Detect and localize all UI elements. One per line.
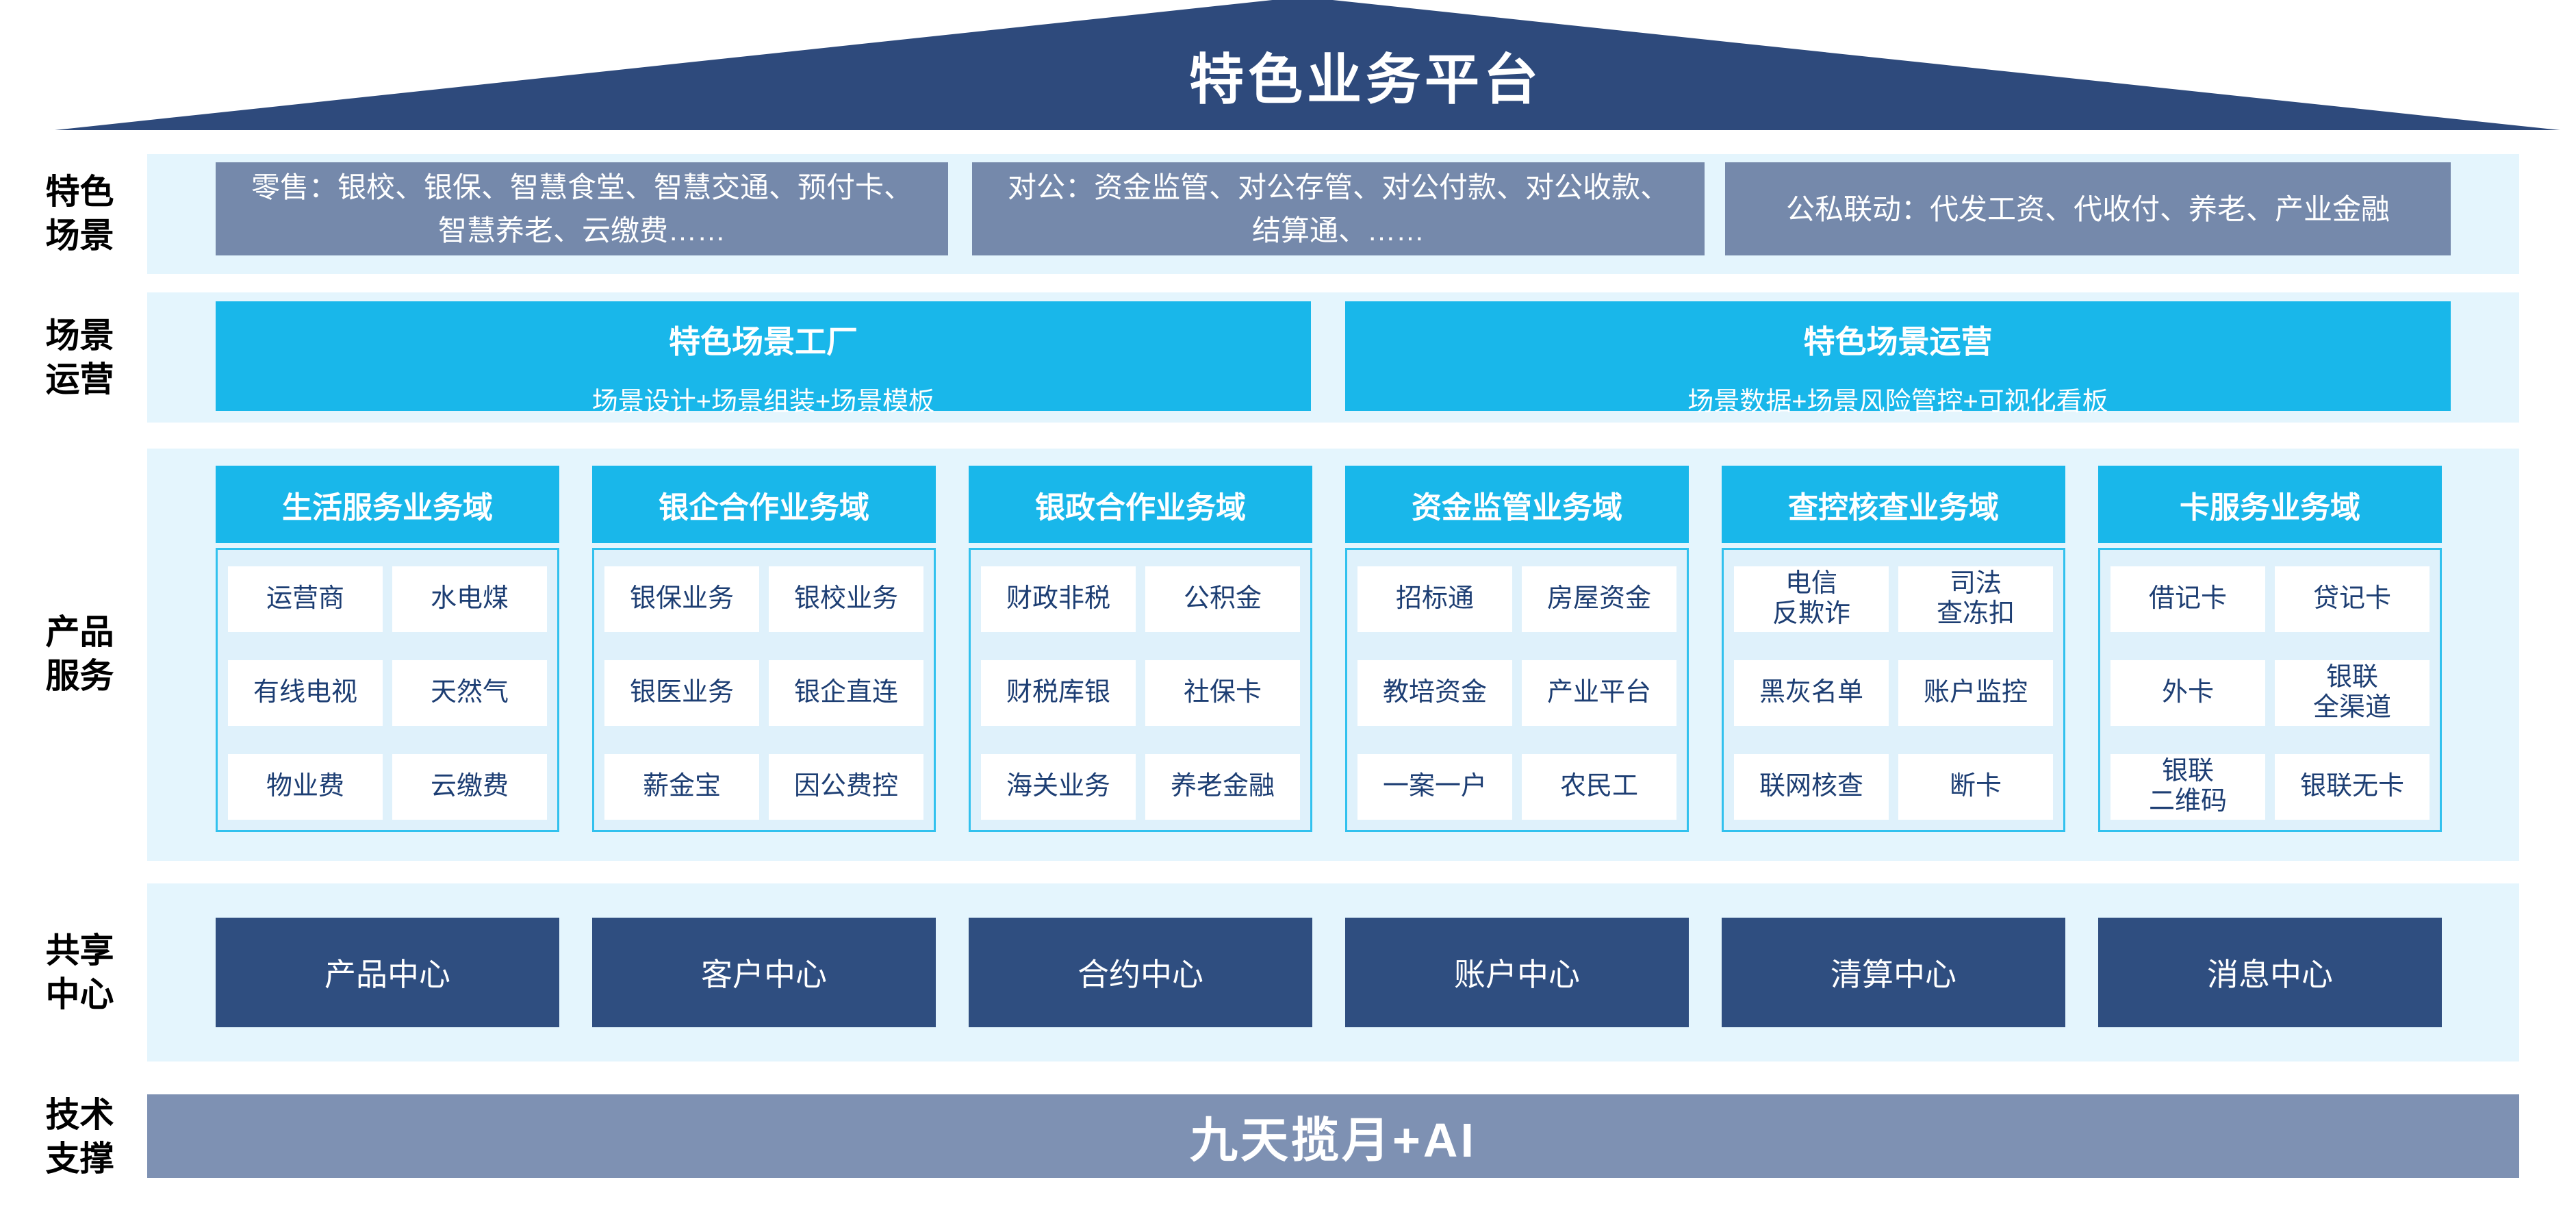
product-column-check-verify: 查控核查业务域 电信 反欺诈 司法 查冻扣 黑灰名单 账户监控 联网核查 断卡 — [1722, 466, 2065, 832]
row-label-scenes: 特色 场景 — [45, 173, 114, 255]
shared-center-contract: 合约中心 — [969, 918, 1312, 1027]
product-item: 银保业务 — [604, 566, 759, 632]
product-item: 有线电视 — [228, 660, 383, 726]
product-item: 产业平台 — [1522, 660, 1676, 726]
shared-centers: 产品中心 客户中心 合约中心 账户中心 清算中心 消息中心 — [216, 918, 2442, 1027]
product-item: 银联 二维码 — [2110, 754, 2265, 820]
product-column-header: 银政合作业务域 — [969, 466, 1312, 543]
shared-center-product: 产品中心 — [216, 918, 559, 1027]
product-column-body: 电信 反欺诈 司法 查冻扣 黑灰名单 账户监控 联网核查 断卡 — [1722, 548, 2065, 832]
products-band: 生活服务业务域 运营商 水电煤 有线电视 天然气 物业费 云缴费 银企合作业务域… — [147, 449, 2519, 861]
product-item: 银联 全渠道 — [2275, 660, 2430, 726]
product-item: 银联无卡 — [2275, 754, 2430, 820]
tech-support-label: 九天揽月+AI — [1190, 1113, 1477, 1167]
product-item: 社保卡 — [1145, 660, 1300, 726]
shared-center-account: 账户中心 — [1345, 918, 1689, 1027]
product-item: 公积金 — [1145, 566, 1300, 632]
product-item: 财政非税 — [981, 566, 1136, 632]
product-item: 招标通 — [1357, 566, 1512, 632]
product-column-body: 招标通 房屋资金 教培资金 产业平台 一案一户 农民工 — [1345, 548, 1689, 832]
shared-band: 产品中心 客户中心 合约中心 账户中心 清算中心 消息中心 — [147, 883, 2519, 1061]
product-column-body: 银保业务 银校业务 银医业务 银企直连 薪金宝 因公费控 — [592, 548, 936, 832]
product-columns: 生活服务业务域 运营商 水电煤 有线电视 天然气 物业费 云缴费 银企合作业务域… — [216, 466, 2442, 832]
product-item: 借记卡 — [2110, 566, 2265, 632]
product-column-body: 运营商 水电煤 有线电视 天然气 物业费 云缴费 — [216, 548, 559, 832]
product-item: 断卡 — [1898, 754, 2053, 820]
product-item: 水电煤 — [392, 566, 547, 632]
product-item: 物业费 — [228, 754, 383, 820]
scene-ops-subtitle: 场景数据+场景风险管控+可视化看板 — [1687, 388, 2108, 416]
scene-box-retail: 零售：银校、银保、智慧食堂、智慧交通、预付卡、智慧养老、云缴费…… — [216, 162, 948, 255]
row-label-tech: 技术 支撑 — [45, 1096, 114, 1178]
product-column-card-service: 卡服务业务域 借记卡 贷记卡 外卡 银联 全渠道 银联 二维码 银联无卡 — [2098, 466, 2442, 832]
product-column-bank-enterprise: 银企合作业务域 银保业务 银校业务 银医业务 银企直连 薪金宝 因公费控 — [592, 466, 936, 832]
row-label-products: 产品 服务 — [45, 613, 114, 695]
product-item: 天然气 — [392, 660, 547, 726]
product-column-fund-supervision: 资金监管业务域 招标通 房屋资金 教培资金 产业平台 一案一户 农民工 — [1345, 466, 1689, 832]
product-item: 外卡 — [2110, 660, 2265, 726]
product-item: 电信 反欺诈 — [1734, 566, 1889, 632]
product-column-life-service: 生活服务业务域 运营商 水电煤 有线电视 天然气 物业费 云缴费 — [216, 466, 559, 832]
product-item: 教培资金 — [1357, 660, 1512, 726]
product-column-header: 生活服务业务域 — [216, 466, 559, 543]
product-item: 财税库银 — [981, 660, 1136, 726]
product-item: 贷记卡 — [2275, 566, 2430, 632]
product-item: 一案一户 — [1357, 754, 1512, 820]
product-item: 账户监控 — [1898, 660, 2053, 726]
scene-ops-title: 特色场景运营 — [1803, 324, 1993, 360]
product-item: 银校业务 — [769, 566, 923, 632]
product-item: 养老金融 — [1145, 754, 1300, 820]
product-item: 司法 查冻扣 — [1898, 566, 2053, 632]
scene-factory-subtitle: 场景设计+场景组装+场景模板 — [591, 388, 935, 416]
product-column-header: 银企合作业务域 — [592, 466, 936, 543]
product-item: 云缴费 — [392, 754, 547, 820]
platform-roof: 特色业务平台 — [55, 0, 2560, 130]
scene-box-linkage: 公私联动：代发工资、代收付、养老、产业金融 — [1725, 162, 2451, 255]
tech-support-bar: 九天揽月+AI — [147, 1094, 2519, 1178]
product-item: 联网核查 — [1734, 754, 1889, 820]
shared-center-clearing: 清算中心 — [1722, 918, 2065, 1027]
shared-center-message: 消息中心 — [2098, 918, 2442, 1027]
product-column-bank-government: 银政合作业务域 财政非税 公积金 财税库银 社保卡 海关业务 养老金融 — [969, 466, 1312, 832]
row-label-shared: 共享 中心 — [45, 931, 114, 1014]
scene-box-corporate: 对公：资金监管、对公存管、对公付款、对公收款、结算通、…… — [972, 162, 1705, 255]
product-item: 银企直连 — [769, 660, 923, 726]
product-item: 黑灰名单 — [1734, 660, 1889, 726]
product-column-header: 卡服务业务域 — [2098, 466, 2442, 543]
product-column-body: 借记卡 贷记卡 外卡 银联 全渠道 银联 二维码 银联无卡 — [2098, 548, 2442, 832]
product-item: 农民工 — [1522, 754, 1676, 820]
scene-ops-box: 特色场景运营 场景数据+场景风险管控+可视化看板 — [1345, 301, 2451, 416]
scenes-band: 零售：银校、银保、智慧食堂、智慧交通、预付卡、智慧养老、云缴费…… 对公：资金监… — [147, 154, 2519, 274]
product-item: 运营商 — [228, 566, 383, 632]
platform-title: 特色业务平台 — [1189, 49, 1542, 110]
product-item: 薪金宝 — [604, 754, 759, 820]
shared-center-customer: 客户中心 — [592, 918, 936, 1027]
product-item: 因公费控 — [769, 754, 923, 820]
product-column-body: 财政非税 公积金 财税库银 社保卡 海关业务 养老金融 — [969, 548, 1312, 832]
scene-factory-box: 特色场景工厂 场景设计+场景组装+场景模板 — [216, 301, 1311, 416]
product-item: 银医业务 — [604, 660, 759, 726]
product-column-header: 查控核查业务域 — [1722, 466, 2065, 543]
product-column-header: 资金监管业务域 — [1345, 466, 1689, 543]
scene-factory-title: 特色场景工厂 — [669, 324, 858, 360]
operation-band: 特色场景工厂 场景设计+场景组装+场景模板 特色场景运营 场景数据+场景风险管控… — [147, 292, 2519, 423]
product-item: 海关业务 — [981, 754, 1136, 820]
row-label-operation: 场景 运营 — [45, 316, 114, 399]
product-item: 房屋资金 — [1522, 566, 1676, 632]
